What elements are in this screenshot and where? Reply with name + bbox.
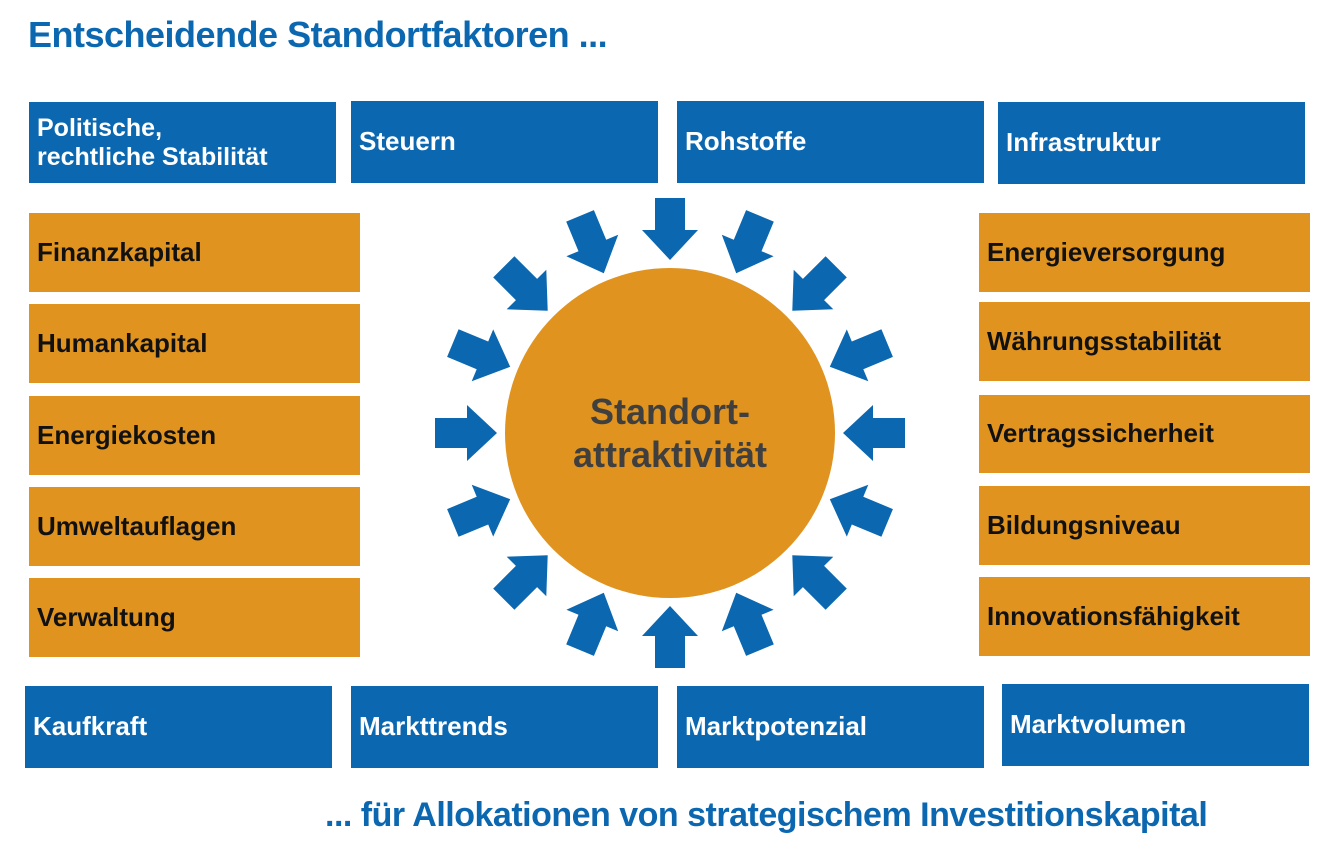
- diagram-title: Entscheidende Standortfaktoren ...: [28, 14, 608, 55]
- arrow-icon-2: [721, 210, 774, 274]
- factor-steuern: Steuern: [351, 101, 658, 183]
- standortattraktivitaet-circle: Standort- attraktivität: [505, 268, 835, 598]
- factor-infrastruktur: Infrastruktur: [998, 102, 1305, 184]
- arrow-icon-14: [447, 329, 511, 382]
- factor-vertragssicherheit: Vertragssicherheit: [979, 395, 1310, 473]
- factor-kaufkraft: Kaufkraft: [25, 686, 332, 768]
- factor-umweltauflagen: Umweltauflagen: [29, 487, 360, 566]
- factor-rohstoffe: Rohstoffe: [677, 101, 984, 183]
- arrow-icon-9: [642, 606, 698, 668]
- arrow-icon-15: [493, 256, 548, 311]
- arrow-icon-13: [435, 405, 497, 461]
- factor-markttrends: Markttrends: [351, 686, 658, 768]
- circle-label: Standort- attraktivität: [572, 390, 768, 475]
- arrow-icon-3: [792, 256, 847, 311]
- factor-finanzkapital: Finanzkapital: [29, 213, 360, 292]
- factor-politische-stabilitaet: Politische, rechtliche Stabilität: [29, 102, 336, 183]
- factor-marktvolumen: Marktvolumen: [1002, 684, 1309, 766]
- factor-innovationsfaehigkeit: Innovationsfähigkeit: [979, 577, 1310, 656]
- factor-humankapital: Humankapital: [29, 304, 360, 383]
- arrow-icon-11: [493, 555, 548, 610]
- arrow-icon-4: [829, 329, 893, 382]
- factor-marktpotenzial: Marktpotenzial: [677, 686, 984, 768]
- factor-verwaltung: Verwaltung: [29, 578, 360, 657]
- factor-energiekosten: Energiekosten: [29, 396, 360, 475]
- arrow-icon-6: [829, 484, 893, 537]
- arrow-icon-16: [566, 210, 619, 274]
- arrow-icon-12: [447, 484, 511, 537]
- arrow-icon-5: [843, 405, 905, 461]
- arrow-icon-7: [792, 555, 847, 610]
- factor-energieversorgung: Energieversorgung: [979, 213, 1310, 292]
- arrow-icon-8: [721, 592, 774, 656]
- diagram-subtitle: ... für Allokationen von strategischem I…: [325, 796, 1208, 834]
- factor-waehrungsstabilitaet: Währungsstabilität: [979, 302, 1310, 381]
- factor-bildungsniveau: Bildungsniveau: [979, 486, 1310, 565]
- arrow-icon-1: [642, 198, 698, 260]
- arrow-icon-10: [566, 592, 619, 656]
